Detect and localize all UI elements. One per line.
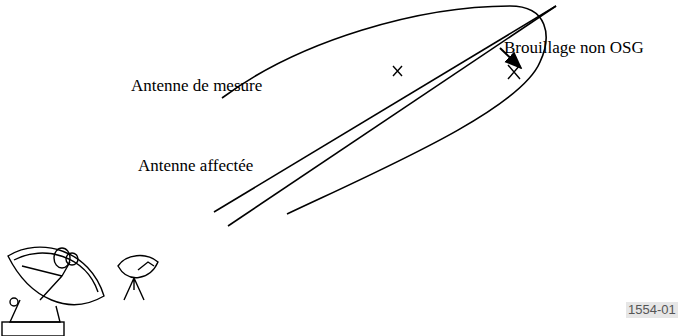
antenna-label: Antenne de mesure xyxy=(131,76,262,96)
antenna-label: Antenne affectée xyxy=(138,156,253,176)
affected-beam xyxy=(214,6,556,212)
interference-label: Brouillage non OSG xyxy=(504,38,676,58)
figure-number: 1554-01 xyxy=(626,302,678,318)
cross-mark xyxy=(393,65,520,79)
measurement-antenna xyxy=(118,256,158,300)
dish-antenna xyxy=(2,247,104,336)
